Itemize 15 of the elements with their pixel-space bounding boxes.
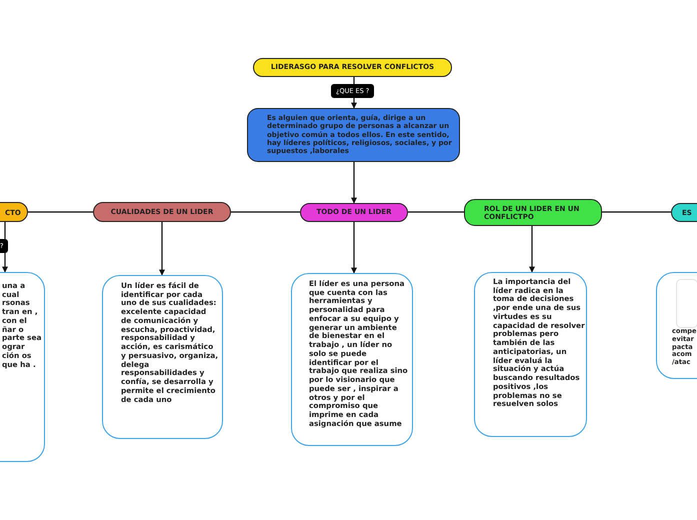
connector-line <box>602 211 671 213</box>
connector-line <box>408 211 464 213</box>
connector-line <box>231 211 300 213</box>
arrow <box>2 222 8 273</box>
topic-box <box>247 108 460 162</box>
connector-line <box>28 211 93 213</box>
arrow <box>351 162 357 204</box>
text-card <box>474 272 587 437</box>
blank-panel <box>676 279 697 328</box>
arrow <box>159 222 165 276</box>
topic-box <box>464 199 602 226</box>
text-card <box>291 273 413 446</box>
arrow <box>351 222 357 274</box>
arrow <box>529 226 535 273</box>
text-card <box>102 275 223 439</box>
